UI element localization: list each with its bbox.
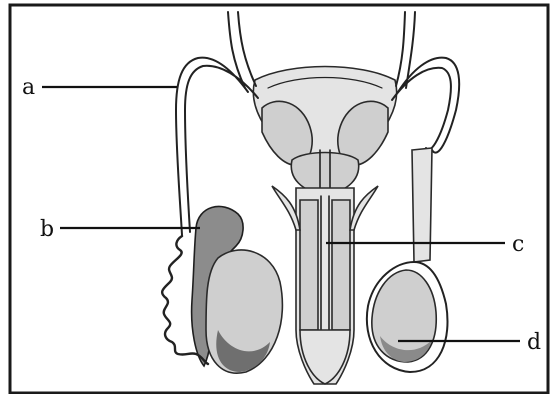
diagram-frame [10,5,548,393]
label-d: d [527,330,541,355]
label-b: b [40,217,54,242]
label-a: a [22,75,35,100]
corpus-left [300,200,318,330]
right-spermatic-cord [412,148,432,262]
corpus-right [332,200,350,330]
label-c: c [512,232,524,257]
